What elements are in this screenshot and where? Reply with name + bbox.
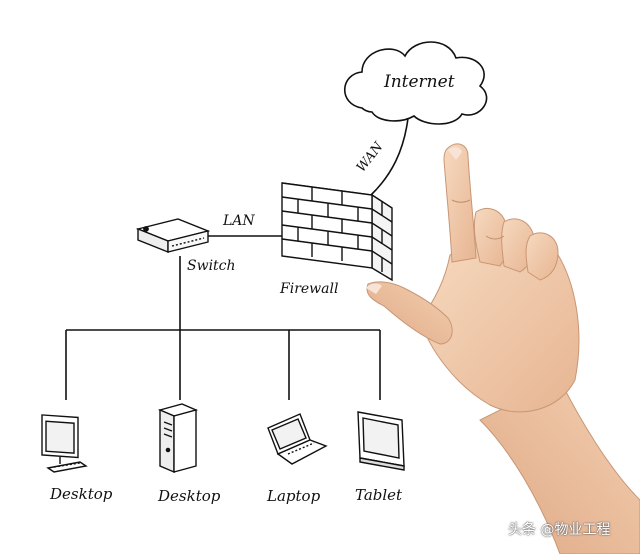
pointing-hand-icon xyxy=(366,143,640,555)
monitor-desktop-icon xyxy=(41,414,88,473)
laptop-label: Laptop xyxy=(267,487,321,505)
tablet-icon xyxy=(357,411,405,471)
tower-desktop-icon xyxy=(157,403,199,474)
lan-bus xyxy=(65,256,381,400)
router-switch-icon xyxy=(135,218,211,254)
wan-link xyxy=(369,117,409,197)
switch-label: Switch xyxy=(187,258,236,274)
lan-label: LAN xyxy=(223,213,255,229)
brick-firewall-icon xyxy=(281,182,393,282)
firewall-label: Firewall xyxy=(280,281,339,297)
tablet-label: Tablet xyxy=(355,486,403,504)
cloud-icon xyxy=(344,41,488,125)
laptop-icon xyxy=(267,413,328,465)
internet-label: Internet xyxy=(384,72,455,92)
desktop-label-2: Desktop xyxy=(158,487,221,505)
watermark-text: 头条 @物业工程 xyxy=(508,522,611,538)
desktop-label-1: Desktop xyxy=(50,485,113,503)
